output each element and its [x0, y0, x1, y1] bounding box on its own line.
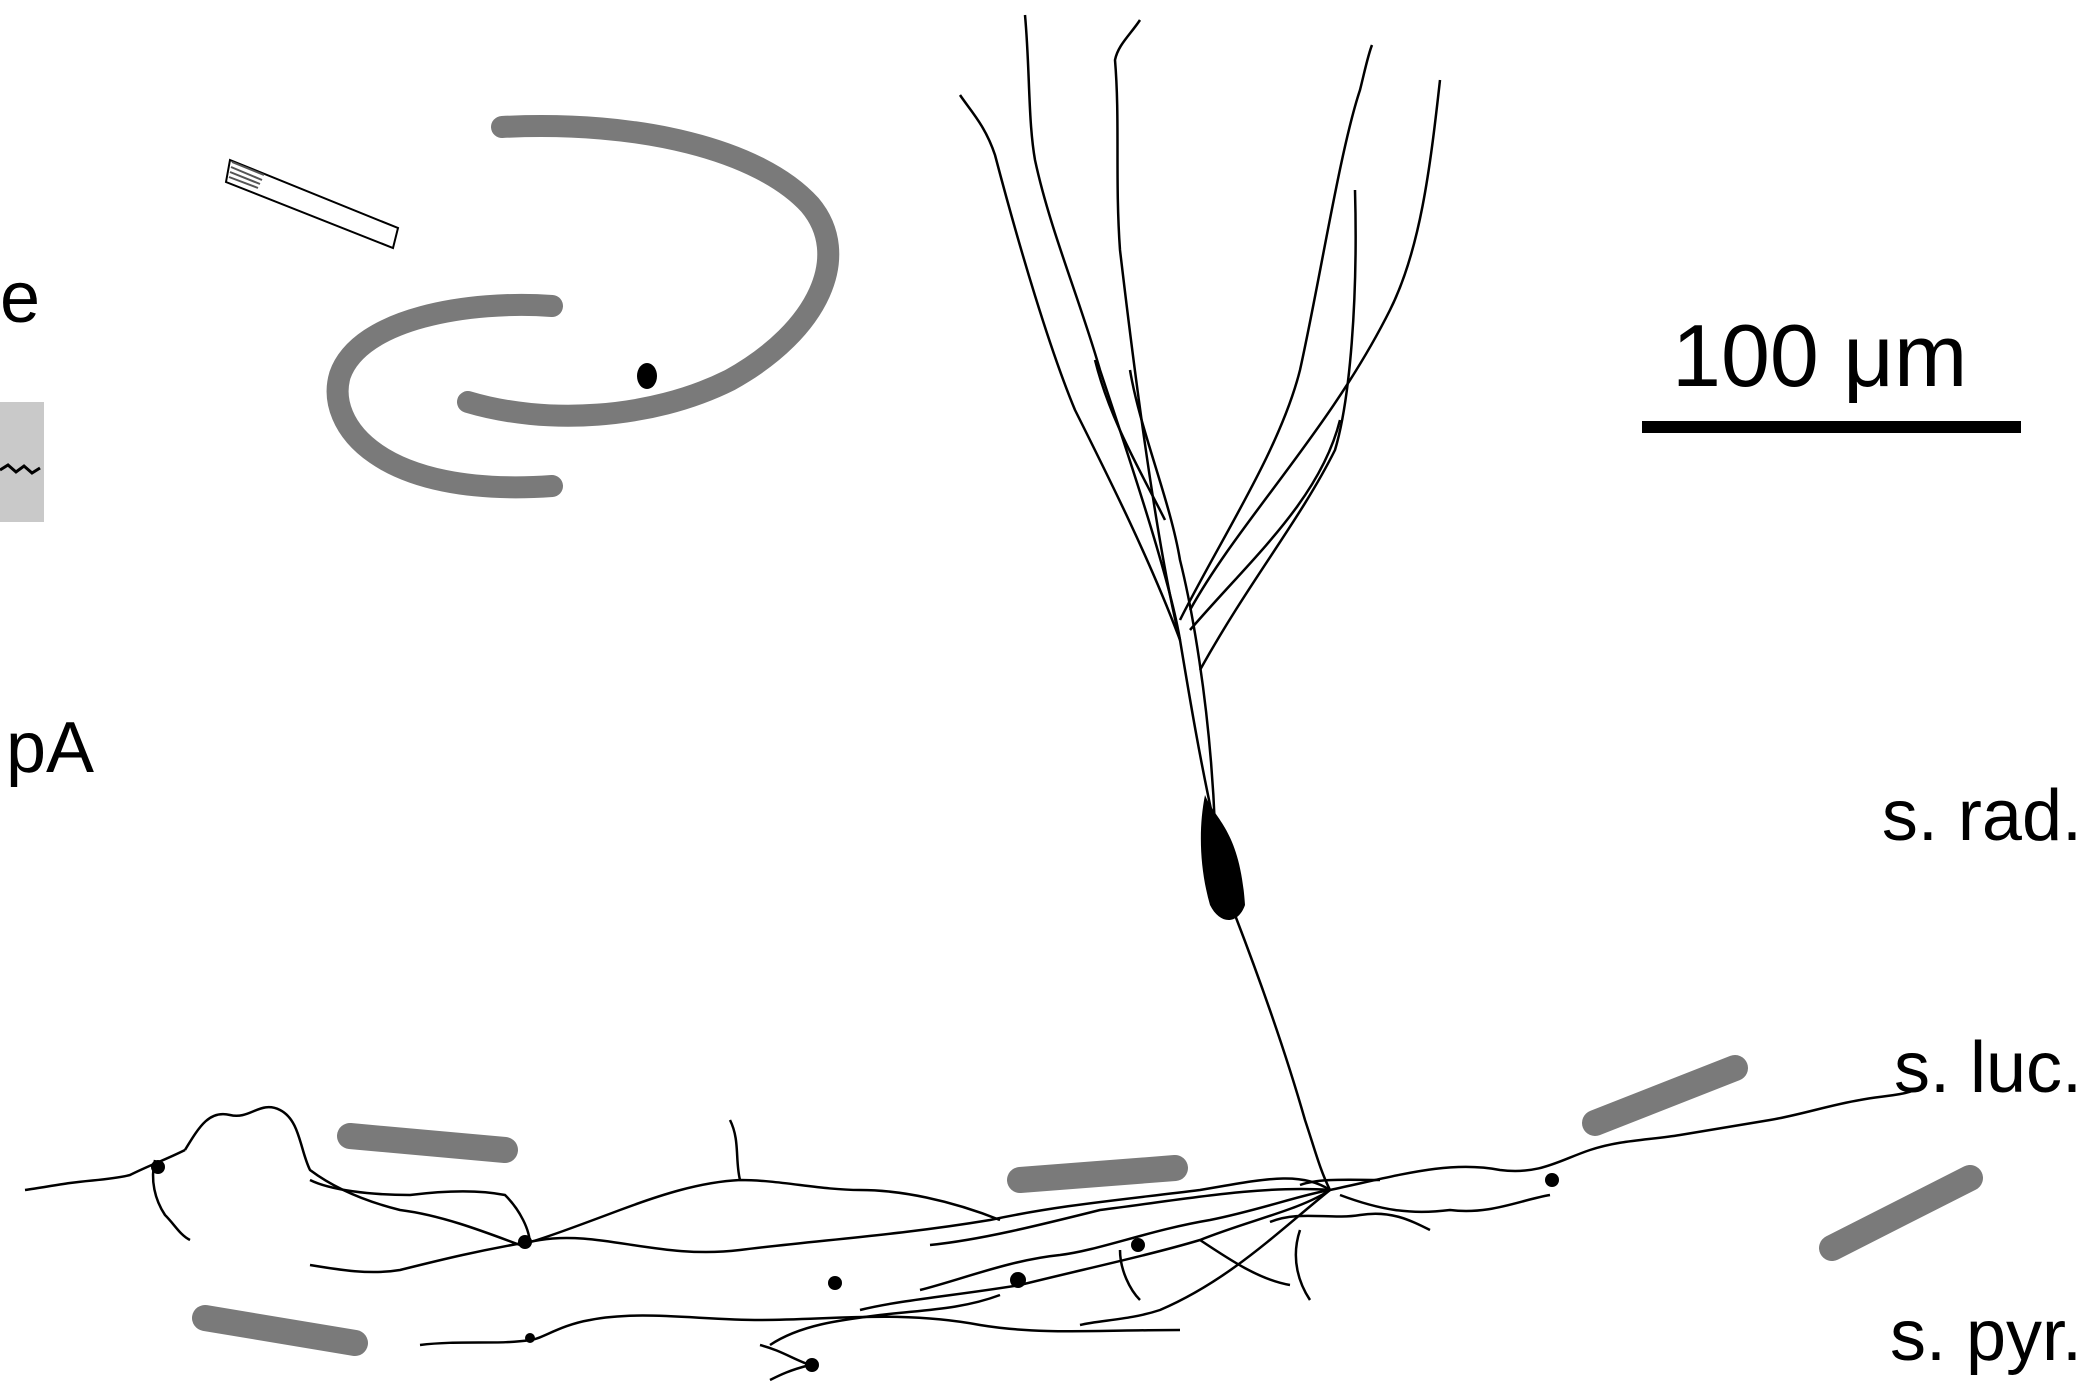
scale-bar-label: 100 μm	[1672, 306, 1968, 405]
partial-label-bottom: pA	[6, 708, 95, 788]
axon-varicosity-2	[518, 1235, 532, 1249]
neuron-reconstruction	[24, 14, 1916, 1382]
partial-label-top: e	[0, 258, 41, 338]
soma	[1200, 795, 1245, 920]
axon-varicosity-1	[151, 1160, 165, 1174]
layer-band-3	[1582, 1055, 1748, 1136]
layer-band-1	[337, 1123, 518, 1163]
cell-layer-bands	[192, 1055, 1983, 1356]
layer-label-pyramidale: s. pyr.	[1889, 1296, 2082, 1376]
axon-varicosity-4	[1010, 1272, 1026, 1288]
layer-band-4	[1819, 1165, 1983, 1261]
recording-electrode-icon	[224, 158, 400, 250]
axon-varicosity-5	[1131, 1238, 1145, 1252]
axon-varicosity-6	[1545, 1173, 1559, 1187]
axon-varicosity-8	[525, 1333, 535, 1343]
partial-trace-icon	[0, 402, 44, 522]
hippocampal-slice-schematic	[326, 115, 840, 499]
layer-label-radiatum: s. rad.	[1881, 776, 2082, 856]
layer-band-5	[192, 1305, 368, 1356]
cell-location-dot	[637, 363, 657, 389]
layer-band-2	[1007, 1155, 1188, 1193]
axon-varicosity-7	[805, 1358, 819, 1372]
axon-varicosity-3	[828, 1276, 842, 1290]
layer-label-lucidum: s. luc.	[1893, 1028, 2082, 1108]
